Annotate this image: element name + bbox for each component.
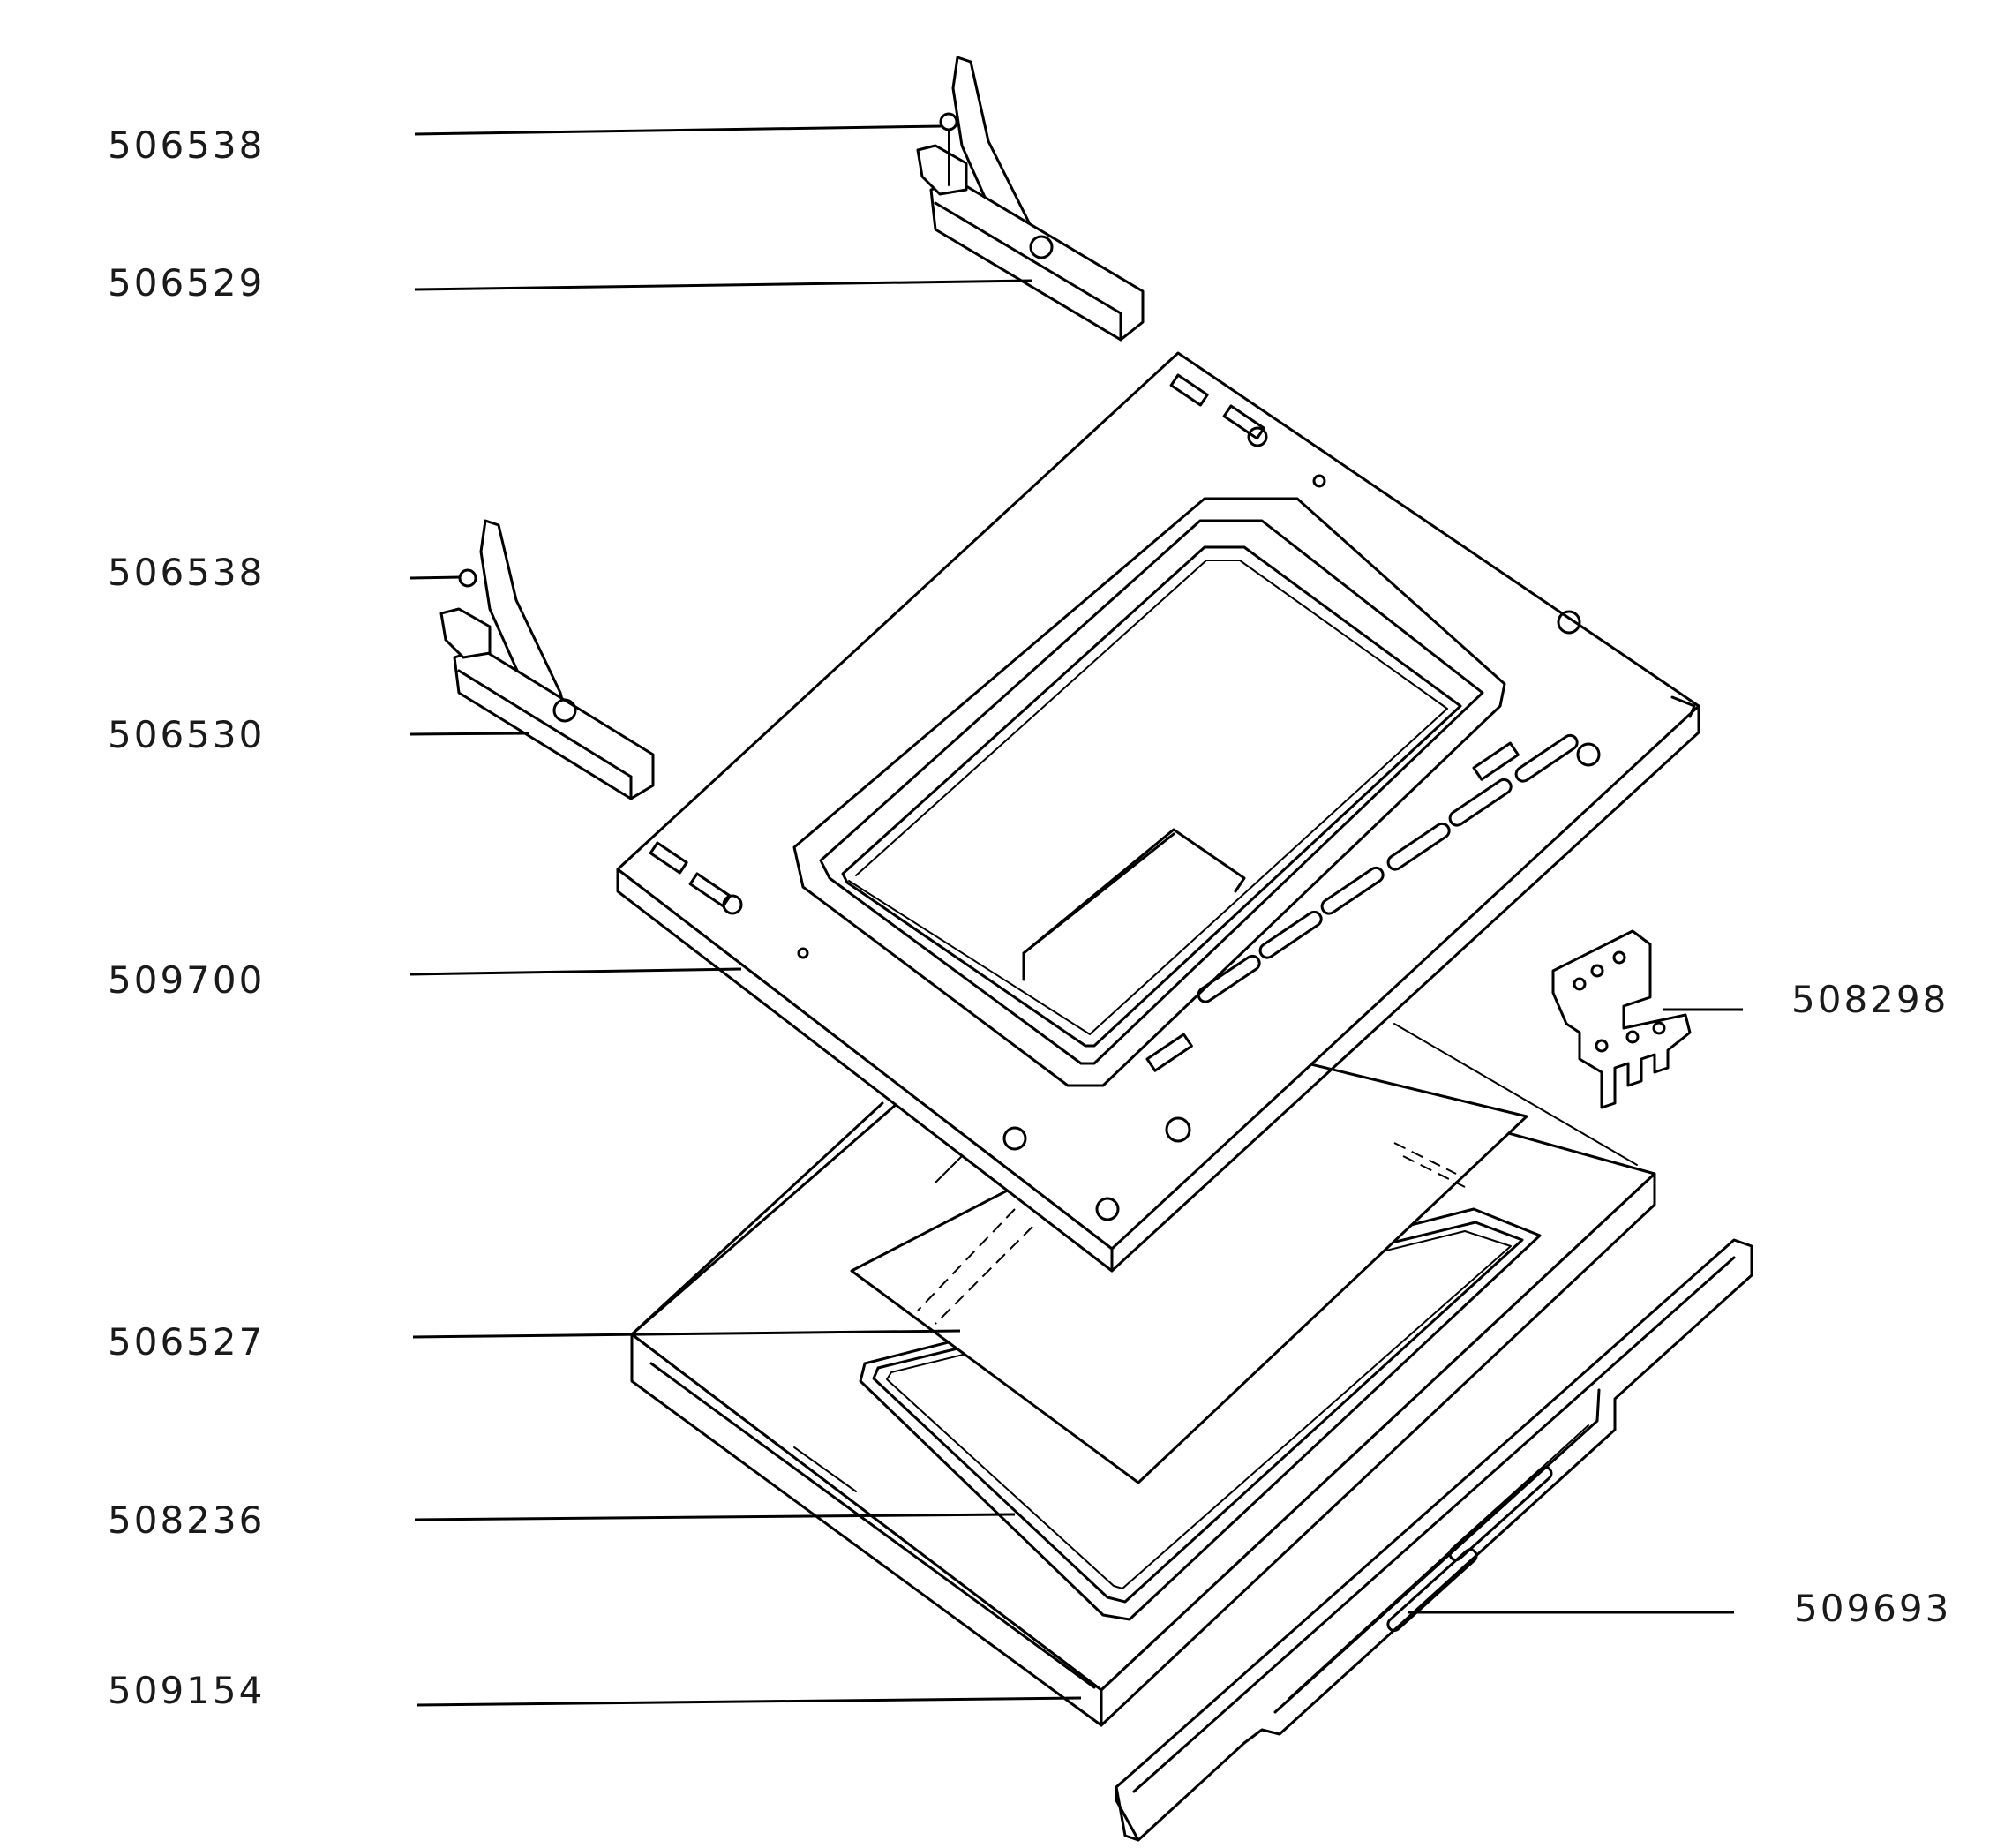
door-bracket-drawing xyxy=(1551,929,1692,1109)
glass-seal-drawing xyxy=(859,1207,1542,1621)
vent-slots xyxy=(1145,733,1579,1072)
part-label-509154: 509154 xyxy=(108,1669,266,1712)
leader-506530 xyxy=(409,732,530,736)
part-label-509700: 509700 xyxy=(108,958,266,1002)
leader-506538-lower xyxy=(409,575,462,580)
hinge-left-drawing xyxy=(439,519,655,800)
leader-506527 xyxy=(412,1329,961,1339)
part-label-506538-lower: 506538 xyxy=(108,551,266,594)
door-handle-profile-drawing xyxy=(1115,1238,1753,1842)
part-label-508236: 508236 xyxy=(108,1499,266,1542)
leader-506538-upper xyxy=(414,124,943,136)
part-label-506527: 506527 xyxy=(108,1320,266,1363)
part-label-506538-upper: 506538 xyxy=(108,124,266,167)
leader-508236 xyxy=(414,1513,1016,1521)
inner-door-panel-drawing xyxy=(616,351,1700,1273)
part-label-508298: 508298 xyxy=(1791,978,1949,1021)
part-label-509693: 509693 xyxy=(1794,1587,1952,1630)
part-label-506530: 506530 xyxy=(108,713,266,756)
leader-506529 xyxy=(414,279,1033,291)
leader-509154 xyxy=(416,1696,1082,1707)
hinge-right-drawing xyxy=(916,56,1145,342)
leader-lines xyxy=(409,124,1743,1707)
part-label-506529: 506529 xyxy=(108,261,266,304)
leader-509700 xyxy=(409,967,742,976)
